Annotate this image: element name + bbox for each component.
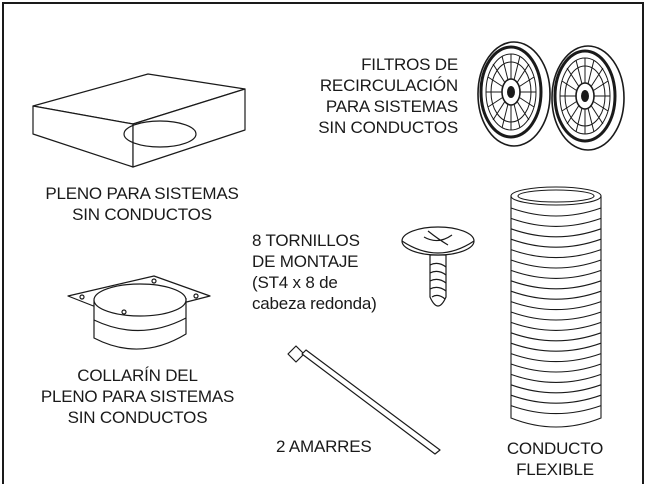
duct-corrugation-ring <box>511 291 601 299</box>
screws-label-line: cabeza redonda) <box>252 294 377 313</box>
duct-label: CONDUCTO FLEXIBLE <box>490 438 620 480</box>
collar-illustration <box>62 272 217 362</box>
duct-corrugation-ring <box>511 239 601 247</box>
flexible-duct-illustration <box>505 182 607 432</box>
duct-corrugation-ring <box>511 374 601 382</box>
filters-label-line: PARA SISTEMAS <box>325 97 458 116</box>
collar-label-line: PLENO PARA SISTEMAS <box>40 387 235 406</box>
collar-label-line: COLLARÍN DEL <box>77 366 198 385</box>
collar-label-line: SIN CONDUCTOS <box>67 408 208 427</box>
duct-corrugation-ring <box>511 312 601 320</box>
screws-label: 8 TORNILLOS DE MONTAJE (ST4 x 8 de cabez… <box>252 230 412 314</box>
duct-corrugation-ring <box>511 229 601 237</box>
duct-corrugation-ring <box>511 260 601 268</box>
duct-corrugation-ring <box>511 333 601 341</box>
ties-label: 2 AMARRES <box>276 436 406 457</box>
duct-corrugation-ring <box>511 302 601 310</box>
filters-label: FILTROS DE RECIRCULACIÓN PARA SISTEMAS S… <box>255 54 458 138</box>
duct-corrugation-ring <box>511 218 601 226</box>
plenum-illustration <box>28 70 253 175</box>
duct-corrugation-ring <box>511 395 601 403</box>
duct-corrugation-ring <box>511 364 601 372</box>
filters-label-line: FILTROS DE <box>361 55 458 74</box>
screws-label-line: 8 TORNILLOS <box>252 231 360 250</box>
collar-label: COLLARÍN DEL PLENO PARA SISTEMAS SIN CON… <box>10 365 265 428</box>
recirculation-filter-illustration <box>476 40 626 152</box>
duct-corrugation-ring <box>511 354 601 362</box>
screws-label-line: (ST4 x 8 de <box>252 273 338 292</box>
cable-tie-illustration <box>282 342 452 457</box>
duct-corrugation-ring <box>511 406 601 414</box>
screws-label-line: DE MONTAJE <box>252 252 359 271</box>
duct-corrugation-ring <box>511 281 601 289</box>
duct-corrugation-ring <box>511 322 601 330</box>
ties-label-line: 2 AMARRES <box>276 437 372 456</box>
plenum-label-line: PLENO PARA SISTEMAS <box>45 184 239 203</box>
duct-label-line: FLEXIBLE <box>516 460 594 479</box>
mounting-screw-illustration <box>400 215 490 325</box>
duct-corrugation-ring <box>511 343 601 351</box>
duct-corrugation-ring <box>511 385 601 393</box>
plenum-label-line: SIN CONDUCTOS <box>72 205 212 224</box>
filters-label-line: SIN CONDUCTOS <box>318 118 458 137</box>
duct-top-inner-rim <box>518 190 594 202</box>
duct-corrugation-ring <box>511 250 601 258</box>
duct-corrugation-ring <box>511 208 601 216</box>
plenum-label: PLENO PARA SISTEMAS SIN CONDUCTOS <box>22 183 262 225</box>
duct-label-line: CONDUCTO <box>506 439 604 458</box>
filters-label-line: RECIRCULACIÓN <box>319 76 458 95</box>
duct-corrugation-ring <box>511 270 601 278</box>
